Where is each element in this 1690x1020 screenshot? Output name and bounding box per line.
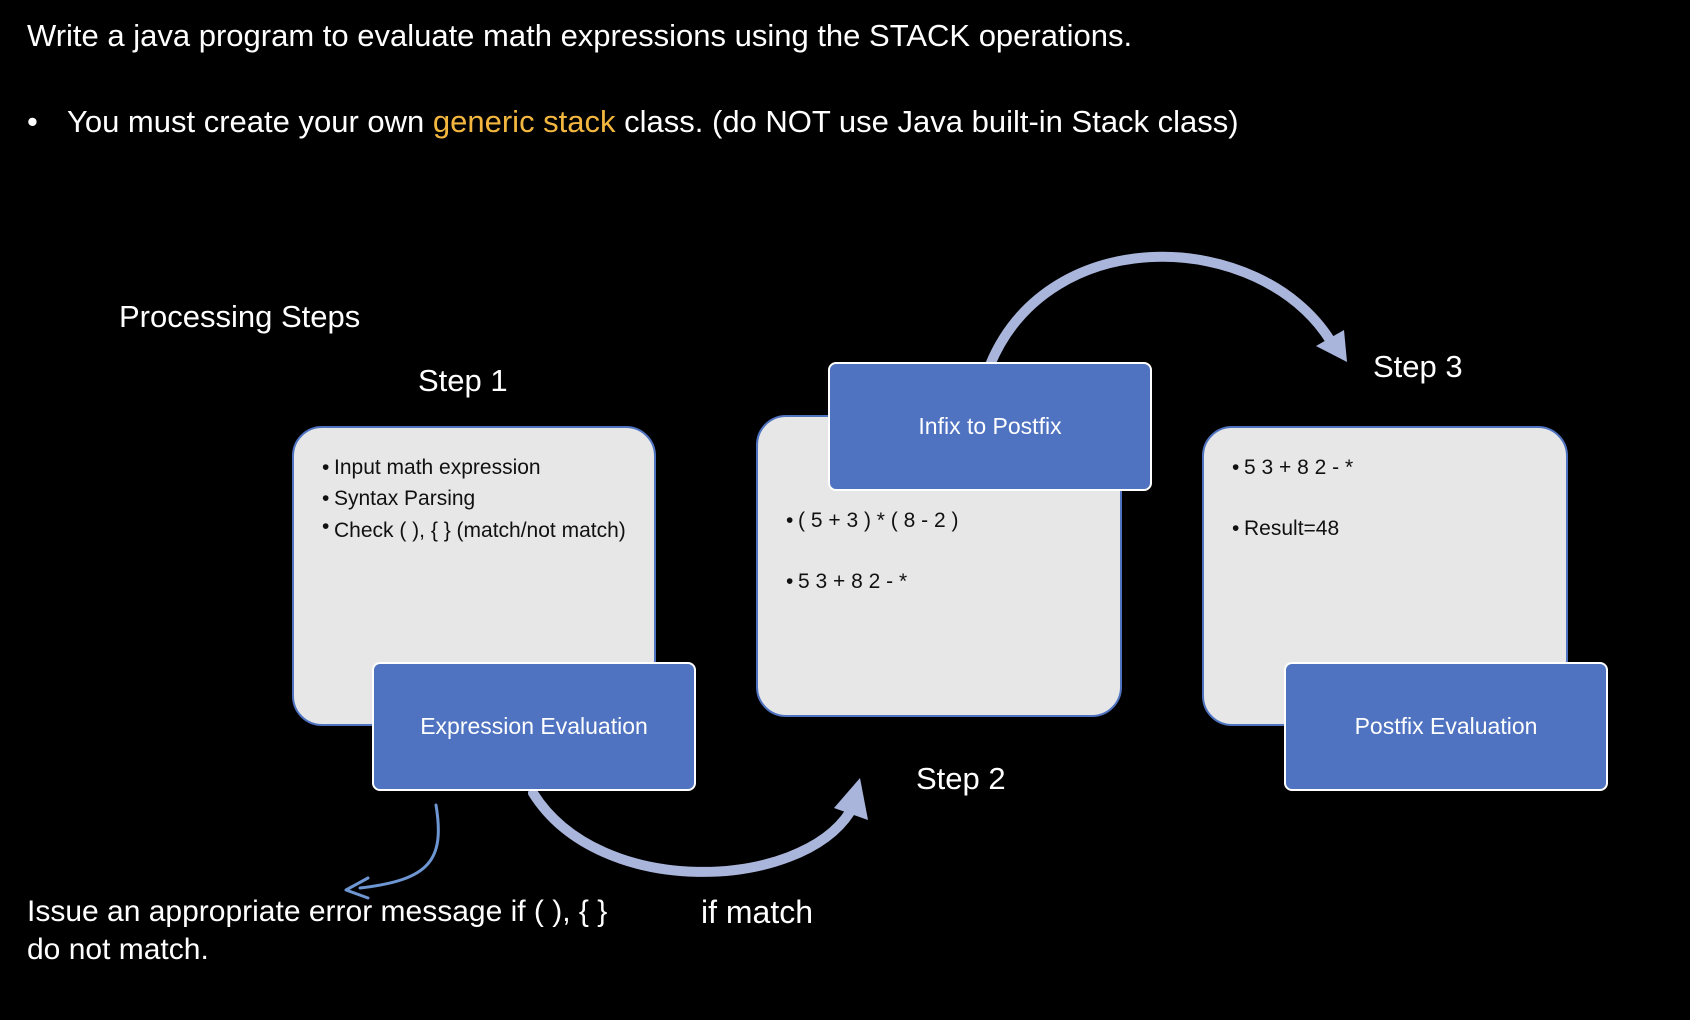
error-arrow	[358, 803, 440, 890]
arrowhead-step2	[834, 778, 868, 820]
error-note-line-2: do not match.	[27, 933, 209, 966]
arrow-step1-to-step2	[528, 788, 855, 877]
step-1-label: Step 1	[418, 363, 508, 398]
arrowhead-step3	[1316, 330, 1347, 362]
section-title: Processing Steps	[119, 299, 361, 334]
requirement-text-after: class. (do NOT use Java built-in Stack c…	[615, 104, 1239, 139]
bullet-marker: •	[27, 104, 38, 139]
step-3-label: Step 3	[1373, 349, 1463, 384]
requirement-text-before: You must create your own	[67, 104, 433, 139]
requirement-bullet: •You must create your own generic stack …	[27, 104, 1239, 140]
step-3-list: 5 3 + 8 2 - * Result=48	[1232, 452, 1540, 544]
step-1-item: Check ( ), { } (match/not match)	[322, 514, 628, 544]
page-title: Write a java program to evaluate math ex…	[27, 18, 1133, 53]
step-2-item: 5 3 + 8 2 - *	[786, 566, 1094, 597]
error-note: Issue an appropriate error message if ( …	[27, 893, 647, 969]
step-1-item: Input math expression	[322, 452, 628, 483]
step-1-list: Input math expression Syntax Parsing Che…	[322, 452, 628, 544]
step-2-tag: Infix to Postfix	[828, 362, 1152, 491]
step-2-label: Step 2	[916, 761, 1006, 796]
requirement-highlight: generic stack	[432, 104, 616, 139]
step-3-item: 5 3 + 8 2 - *	[1232, 452, 1540, 483]
arrow-step2-to-step3	[985, 251, 1335, 370]
step-2-list: ( 5 + 3 ) * ( 8 - 2 ) 5 3 + 8 2 - *	[786, 505, 1094, 597]
error-arrowhead	[344, 876, 370, 900]
step-3-item: Result=48	[1232, 513, 1540, 544]
step-1-tag: Expression Evaluation	[372, 662, 696, 791]
error-note-line-1: Issue an appropriate error message if ( …	[27, 895, 608, 928]
match-label: if match	[701, 894, 814, 930]
step-2-item: ( 5 + 3 ) * ( 8 - 2 )	[786, 505, 1094, 536]
step-1-item: Syntax Parsing	[322, 483, 628, 514]
step-3-tag: Postfix Evaluation	[1284, 662, 1608, 791]
